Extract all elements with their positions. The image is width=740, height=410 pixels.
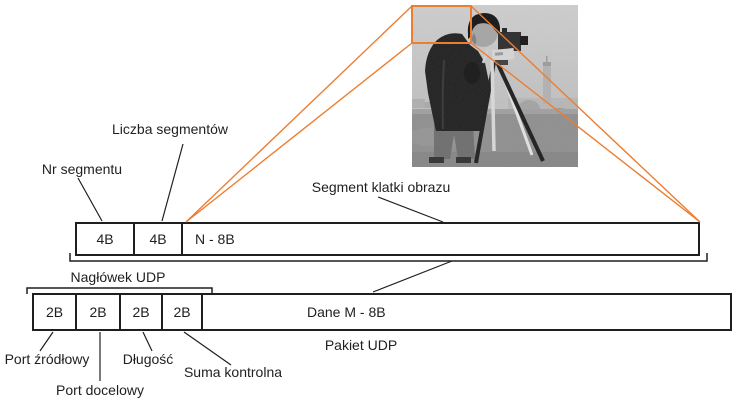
segment-field-nr: 4B [77, 224, 135, 254]
pointer-liczba-segmentow [161, 143, 184, 222]
segment-field-data: N - 8B [183, 224, 698, 254]
segment-field-liczba: 4B [135, 224, 183, 254]
liczba-segmentow-label: Liczba segmentów [112, 121, 228, 137]
pointer-port-zrodlowy [39, 331, 54, 352]
pointer-dlugosc [142, 331, 153, 352]
udp-field-dane: Dane M - 8B [203, 295, 730, 329]
pointer-segment-klatki [377, 196, 444, 223]
udp-field-suma: 2B [163, 295, 203, 329]
pointer-suma-kontrolna [183, 331, 232, 366]
udp-packet-bar: 2B 2B 2B 2B Dane M - 8B [32, 293, 732, 331]
pointer-nr-segmentu [77, 177, 103, 222]
nr-segmentu-label: Nr segmentu [41, 161, 123, 177]
suma-kontrolna-label: Suma kontrolna [183, 364, 283, 380]
segment-klatki-label: Segment klatki obrazu [311, 179, 451, 195]
port-docelowy-label: Port docelowy [56, 382, 144, 398]
naglowek-udp-label: Nagłówek UDP [70, 269, 166, 285]
segment-bar: 4B 4B N - 8B [75, 222, 700, 256]
udp-field-port-zrodlowy: 2B [34, 295, 77, 329]
pointer-segment-to-dane [372, 260, 453, 293]
pakiet-udp-label: Pakiet UDP [324, 337, 398, 353]
cameraman-photo [412, 5, 578, 167]
port-zrodlowy-label: Port źródłowy [4, 351, 90, 367]
udp-field-dlugosc: 2B [121, 295, 163, 329]
udp-field-port-docelowy: 2B [77, 295, 121, 329]
dlugosc-label: Długość [122, 351, 174, 367]
photo-grain [412, 5, 578, 167]
